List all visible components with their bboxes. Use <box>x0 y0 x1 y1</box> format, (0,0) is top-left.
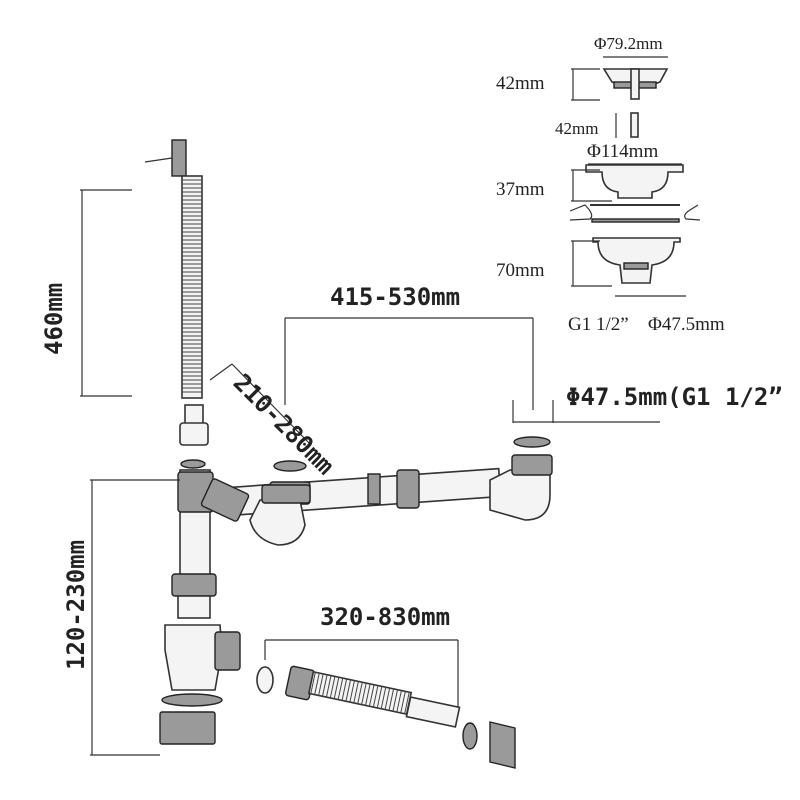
sink-edge <box>569 204 701 221</box>
trap-assembly: 120-230mm <box>62 454 553 756</box>
overflow-hose-ribs <box>182 179 202 393</box>
overflow-assembly: 460mm 210-280mm <box>40 139 340 480</box>
flex-rib <box>396 690 402 713</box>
strainer-pin <box>630 112 639 138</box>
outlet-diameter-label: Φ47.5mm <box>648 314 725 335</box>
flex-rib <box>404 692 410 714</box>
strainer-body <box>592 237 681 284</box>
flex-hose-length-label: 320-830mm <box>320 603 450 631</box>
flex-rib <box>392 689 398 712</box>
flange-diameter-label: Φ114mm <box>587 141 658 162</box>
overflow-plate <box>171 139 187 177</box>
thread-label: G1 1/2” <box>568 314 629 335</box>
flex-rib <box>337 677 344 700</box>
overflow-hose-length-label: 460mm <box>40 283 68 355</box>
basket-diameter-label: Φ79.2mm <box>594 34 663 53</box>
bowl-spacing-label: 415-530mm <box>330 283 460 311</box>
inlet-spec-label: Φ47.5mm(G1 1/2” ) <box>566 383 800 411</box>
overflow-connector <box>184 404 204 426</box>
flex-rib <box>322 674 328 697</box>
flex-rib <box>384 687 391 710</box>
flex-rib <box>372 685 379 708</box>
flex-rib <box>329 676 336 699</box>
bowl-spacing-dimension: 415-530mm Φ47.5mm(G1 1/2” ) <box>273 283 800 472</box>
flex-rib <box>380 687 387 709</box>
flex-rib <box>365 683 371 706</box>
flex-rib <box>349 680 355 703</box>
flex-rib <box>400 691 406 714</box>
flex-rib <box>345 679 352 702</box>
basket-height-label: 42mm <box>496 73 545 94</box>
flex-rib <box>314 672 320 695</box>
flex-rib <box>361 682 367 705</box>
body-height-label: 70mm <box>496 260 545 281</box>
flange-height-label: 37mm <box>496 179 545 200</box>
flex-rib <box>333 677 340 699</box>
trap-height-label: 120-230mm <box>62 540 90 670</box>
flex-rib <box>368 684 375 707</box>
right-elbow <box>489 469 551 521</box>
flex-hose-assembly: 320-830mm <box>256 603 516 769</box>
trap-nut <box>171 573 217 597</box>
flex-rib <box>353 681 359 704</box>
flex-rib <box>310 672 316 694</box>
flex-rib <box>325 675 332 698</box>
flex-rib <box>318 673 324 696</box>
trap-bottom-cap <box>159 711 216 745</box>
flex-rib <box>388 688 395 711</box>
flex-hose-ribs <box>310 672 410 714</box>
trap-side-outlet <box>214 631 241 671</box>
flex-hose-adapter <box>489 721 516 769</box>
left-elbow <box>249 499 306 546</box>
strainer-flange <box>585 164 684 199</box>
pin-height-label: 42mm <box>555 119 598 138</box>
overflow-hose <box>181 175 203 399</box>
bottle-trap <box>164 624 223 691</box>
flex-rib <box>376 686 383 709</box>
flex-rib <box>341 678 348 701</box>
flex-rib <box>357 682 363 704</box>
strainer-exploded-view: Φ79.2mm 42mm 42mm Φ114mm 37mm 70mm G1 1/… <box>496 34 725 335</box>
